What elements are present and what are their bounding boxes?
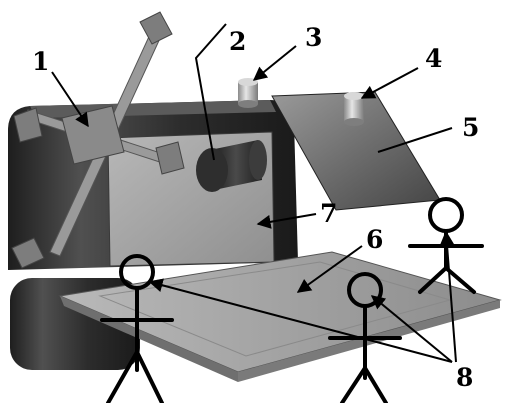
label-1: 1 xyxy=(32,47,49,76)
leader-5 xyxy=(377,127,453,153)
label-8: 8 xyxy=(456,363,473,392)
label-6: 6 xyxy=(366,225,383,254)
leader-8a xyxy=(148,278,453,363)
table-surface xyxy=(58,251,502,382)
projector-cylinder xyxy=(196,140,267,192)
cross-arm xyxy=(11,11,185,269)
label-5: 5 xyxy=(462,113,479,142)
person-left xyxy=(100,254,174,403)
camera-4 xyxy=(344,92,364,126)
camera-3 xyxy=(238,78,258,108)
leader-8c xyxy=(439,230,457,363)
label-3: 3 xyxy=(305,23,322,52)
leader-lines xyxy=(51,23,457,363)
leader-1 xyxy=(51,71,89,128)
leader-7 xyxy=(256,213,317,229)
leader-6 xyxy=(296,245,363,293)
leader-3 xyxy=(252,45,297,81)
leader-4 xyxy=(360,67,419,99)
label-7: 7 xyxy=(320,199,337,228)
leader-2 xyxy=(194,23,227,161)
label-2: 2 xyxy=(229,27,246,56)
label-4: 4 xyxy=(425,44,442,73)
leader-8b xyxy=(370,295,453,363)
